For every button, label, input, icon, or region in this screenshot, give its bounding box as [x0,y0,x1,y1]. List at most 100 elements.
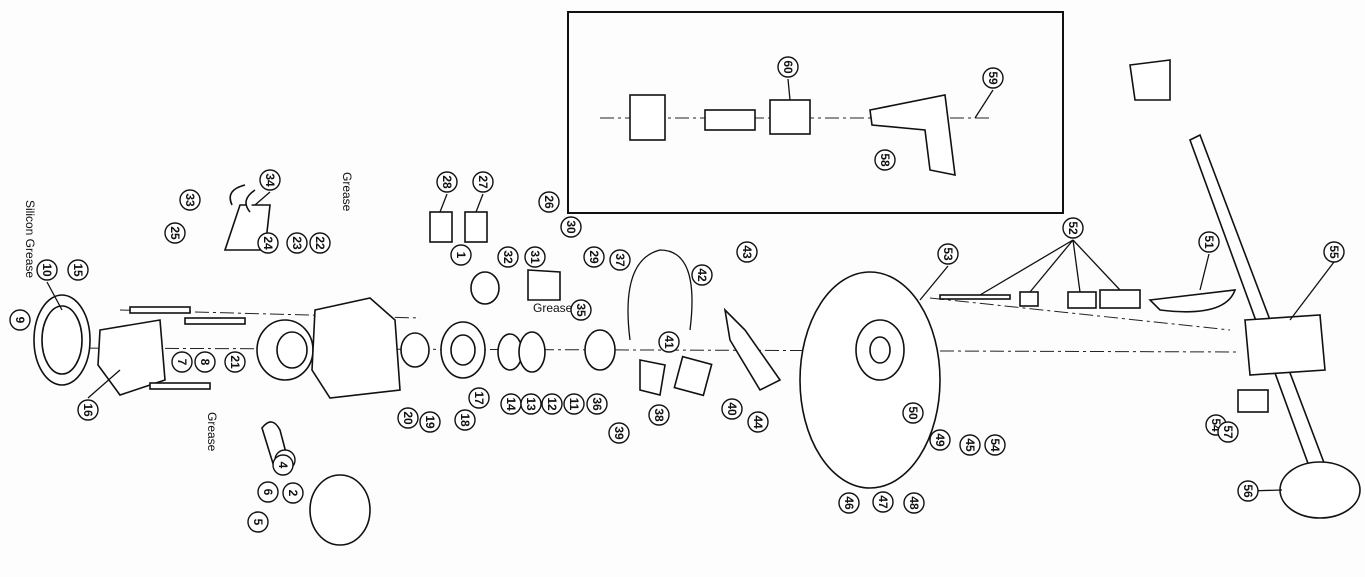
callout-46: 46 [838,492,860,514]
callout-circle [224,351,246,373]
part-finger-lift [245,189,256,213]
callout-circle [570,299,592,321]
callout-circle [472,171,494,193]
callout-circle [982,67,1004,89]
callout-circle [419,411,441,433]
callout-32: 32 [497,246,519,268]
callout-circle [538,191,560,213]
callout-number: 26 [542,195,556,209]
leader-lines [46,78,1335,492]
callout-circle [903,492,925,514]
callout-number: 30 [564,220,578,234]
callout-circle [520,393,542,415]
callout-circle [658,331,680,353]
callout-number: 48 [907,496,921,510]
part-fork-30 [527,269,561,301]
callout-number: 18 [458,413,472,427]
callout-13: 13 [520,393,542,415]
callout-40: 40 [721,398,743,420]
callout-12: 12 [541,393,563,415]
callout-circle [1323,241,1345,263]
callout-20: 20 [397,407,419,429]
silicon-grease-label: Silicon Grease [23,200,37,278]
callout-circle [648,404,670,426]
callout-4: 4 [272,454,294,476]
part-rod-2 [149,382,211,390]
callout-circle [194,351,216,373]
callout-59: 59 [982,67,1004,89]
callout-36: 36 [586,393,608,415]
part-contact-40 [673,355,713,397]
part-base-56 [1279,461,1361,519]
callout-2: 2 [282,482,304,504]
callout-58: 58 [874,149,896,171]
callout-circle [164,222,186,244]
callout-number: 29 [587,250,601,264]
callout-10: 10 [36,259,58,281]
callout-number: 51 [1202,235,1216,249]
callout-number: 13 [524,397,538,411]
callout-circle [67,259,89,281]
part-gear-19 [400,332,430,368]
callout-circle [179,189,201,211]
callout-circle [609,249,631,271]
callout-29: 29 [583,246,605,268]
callout-circle [872,491,894,513]
callout-number: 42 [695,268,709,282]
callout-18: 18 [454,409,476,431]
callout-48: 48 [903,492,925,514]
callout-43: 43 [736,241,758,263]
grease-label-bottom: Grease [205,412,219,452]
callout-number: 40 [725,402,739,416]
callout-number: 55 [1327,245,1341,259]
callout-number: 31 [528,250,542,264]
callout-circle [736,241,758,263]
callout-circle [259,169,281,191]
callout-number: 49 [933,433,947,447]
callout-circle [902,402,924,424]
callout-number: 6 [261,489,275,496]
callout-5: 5 [247,511,269,533]
callout-52: 52 [1062,217,1084,239]
part-bracket-38 [639,359,666,396]
callout-27: 27 [472,171,494,193]
callout-7: 7 [171,351,193,373]
callout-number: 33 [183,193,197,207]
callout-24: 24 [257,232,279,254]
callout-number: 25 [168,226,182,240]
part-cartridge-60 [769,99,811,135]
callout-circle [171,351,193,373]
part-wire-harness [627,249,693,341]
callout-number: 27 [476,175,490,189]
callout-57: 57 [1217,421,1239,443]
callout-number: 47 [876,495,890,509]
callout-circle [541,393,563,415]
callout-26: 26 [538,191,560,213]
callout-31: 31 [524,246,546,268]
part-rod-52 [939,294,1011,300]
callout-number: 35 [574,303,588,317]
grease-label-mid: Grease [533,301,573,315]
callout-1: 1 [450,244,472,266]
callout-28: 28 [436,171,458,193]
callout-circle [929,429,951,451]
callout-circle [77,399,99,421]
callout-33: 33 [179,189,201,211]
callout-number: 22 [313,236,327,250]
callout-circle [497,246,519,268]
callout-number: 60 [781,60,795,74]
part-motor-2 [309,474,371,546]
callout-number: 52 [1066,221,1080,235]
callout-19: 19 [419,411,441,433]
part-switch-28 [429,211,453,243]
callout-number: 7 [175,359,189,366]
callout-number: 37 [613,253,627,267]
callout-54: 54 [984,434,1006,456]
callout-35: 35 [570,299,592,321]
callout-8: 8 [194,351,216,373]
part-cartridge-shell [629,94,666,141]
callout-number: 14 [504,397,518,411]
part-switch-27 [464,211,488,243]
callout-38: 38 [648,404,670,426]
